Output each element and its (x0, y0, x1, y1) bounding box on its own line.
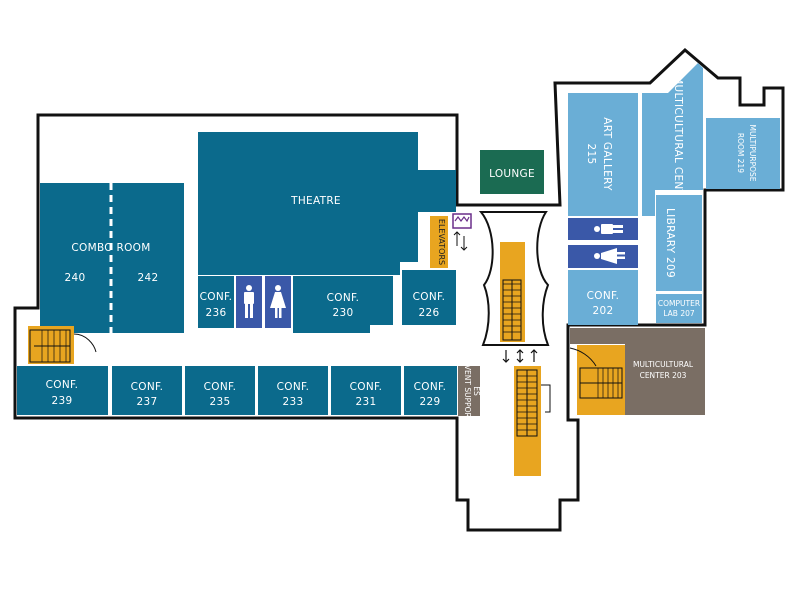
computer-lab-label: COMPUTER (658, 299, 700, 308)
conf-202[interactable]: CONF. 202 (568, 270, 638, 325)
conf-230[interactable]: CONF. 230 (293, 276, 393, 333)
conf-229-label: CONF. (414, 381, 447, 393)
event-support-label: EVENT SUPPORT (463, 360, 472, 422)
room-240-label: 240 (65, 272, 86, 284)
multicultural-center-203[interactable]: MULTICULTURAL CENTER 203 (570, 328, 705, 415)
restroom-women-icon (568, 245, 638, 268)
elevator-icon: ELEVATORS (430, 213, 472, 268)
library[interactable]: LIBRARY 209 (656, 195, 702, 291)
conf-237[interactable]: CONF. 237 (112, 366, 182, 415)
mc203-number: CENTER 203 (640, 371, 687, 380)
conf-235-label: CONF. (204, 381, 237, 393)
conf-236-label: CONF. (200, 291, 233, 303)
stairs-icon (28, 326, 97, 364)
computer-lab-number: LAB 207 (663, 309, 695, 318)
conf-233-label: CONF. (277, 381, 310, 393)
conf-233-number: 233 (283, 396, 304, 408)
conf-237-label: CONF. (131, 381, 164, 393)
conf-239-number: 239 (52, 395, 73, 407)
conf-226-label: CONF. (413, 291, 446, 303)
library-label: LIBRARY 209 (664, 208, 676, 278)
combo-room-label: COMBO ROOM (71, 242, 150, 254)
event-support[interactable]: EVENT SUPPORT ES (458, 360, 481, 422)
conf-239-label: CONF. (46, 379, 79, 391)
escalator-icon (500, 242, 525, 342)
conf-226[interactable]: CONF. 226 (402, 270, 456, 325)
multipurpose-room[interactable]: MULTIPURPOSE ROOM 219 (706, 118, 780, 189)
event-support-number: ES (472, 386, 481, 396)
conf-235[interactable]: CONF. 235 (185, 366, 255, 415)
conf-202-label: CONF. (587, 290, 620, 302)
conf-229[interactable]: CONF. 229 (404, 366, 457, 415)
multicultural-center[interactable]: MULTICULTURAL CENTER (642, 63, 703, 216)
art-gallery[interactable]: ART GALLERY 215 (568, 93, 638, 216)
multipurpose-number: ROOM 219 (736, 133, 745, 173)
conf-236[interactable]: CONF. 236 (198, 276, 234, 328)
elevators-label: ELEVATORS (437, 219, 446, 265)
conf-237-number: 237 (137, 396, 158, 408)
arrow-icon (502, 349, 538, 363)
multipurpose-label: MULTIPURPOSE (748, 124, 757, 181)
theatre-label: THEATRE (290, 195, 341, 207)
conf-239[interactable]: CONF. 239 (17, 366, 108, 415)
conf-230-number: 230 (333, 307, 354, 319)
conf-229-number: 229 (420, 396, 441, 408)
theatre[interactable]: THEATRE (198, 132, 456, 275)
restroom-men-icon (236, 276, 262, 328)
lounge[interactable]: LOUNGE (480, 150, 544, 194)
lounge-label: LOUNGE (489, 168, 535, 180)
combo-room[interactable]: COMBO ROOM 240 242 (40, 183, 184, 333)
conf-231-number: 231 (356, 396, 377, 408)
stairs-icon (569, 345, 625, 415)
conf-236-number: 236 (206, 307, 227, 319)
conf-235-number: 235 (210, 396, 231, 408)
escalator-icon (514, 366, 551, 476)
art-gallery-label: ART GALLERY (601, 117, 613, 191)
conf-231-label: CONF. (350, 381, 383, 393)
computer-lab[interactable]: COMPUTER LAB 207 (656, 294, 702, 323)
art-gallery-number: 215 (585, 144, 597, 165)
room-242-label: 242 (138, 272, 159, 284)
multicultural-center-label: MULTICULTURAL CENTER (672, 75, 684, 211)
conf-231[interactable]: CONF. 231 (331, 366, 401, 415)
mc203-label: MULTICULTURAL (633, 360, 694, 369)
conf-230-label: CONF. (327, 292, 360, 304)
conf-233[interactable]: CONF. 233 (258, 366, 328, 415)
restroom-men-icon (568, 218, 638, 240)
conf-202-number: 202 (593, 305, 614, 317)
restroom-women-icon (265, 276, 291, 328)
conf-226-number: 226 (419, 307, 440, 319)
